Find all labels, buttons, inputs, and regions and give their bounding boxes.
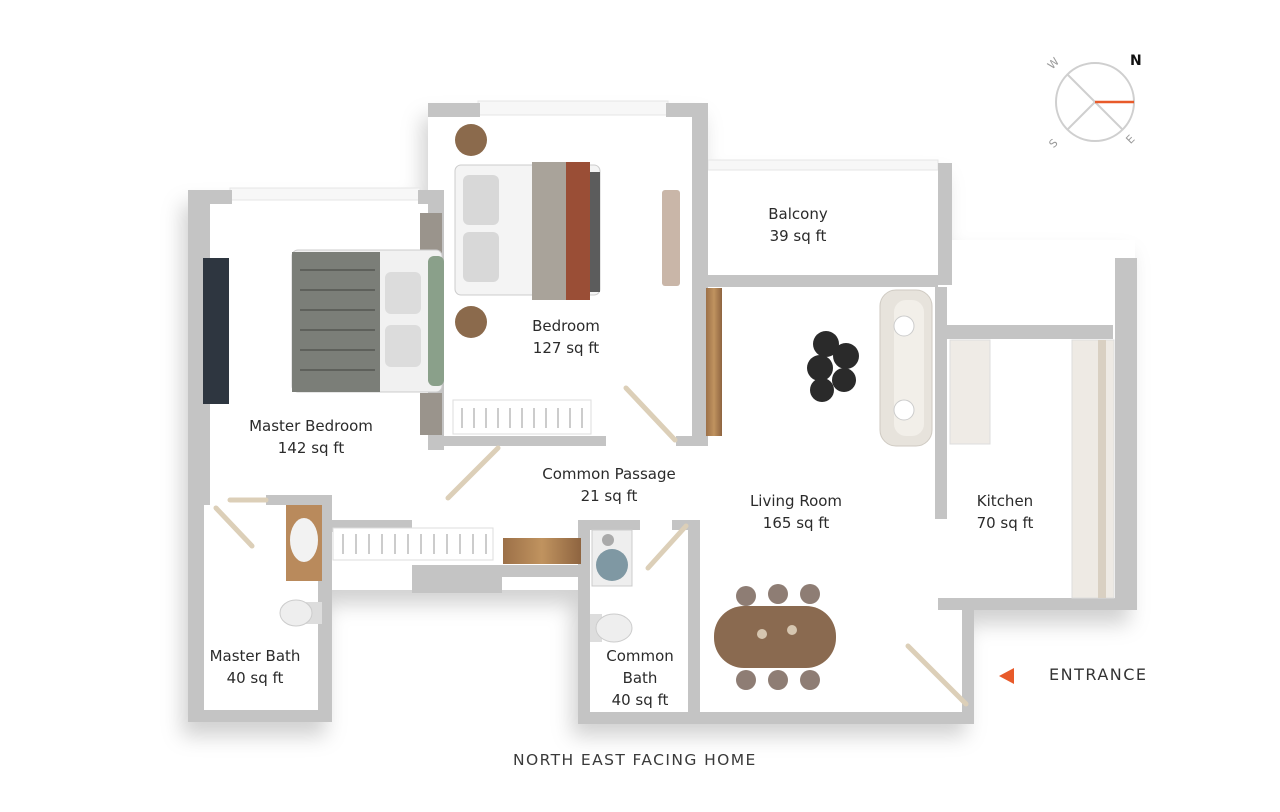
compass-north: N — [1130, 53, 1142, 69]
room-area: 40 sq ft — [611, 691, 669, 709]
door-common-bath — [645, 523, 689, 571]
room-name: Common Passage — [542, 465, 676, 483]
wood-panel-passage — [503, 538, 581, 564]
compass-icon — [1055, 62, 1135, 142]
wall-passage-bottom2 — [502, 565, 578, 577]
wall-mbath-bottom — [188, 710, 332, 722]
wardrobe-passage — [332, 527, 494, 561]
doors — [213, 385, 969, 707]
door-bedroom — [623, 385, 678, 443]
wall-cbath-left — [578, 520, 590, 722]
wall-mbath-top — [188, 495, 210, 505]
wall-cbath-top — [578, 520, 640, 530]
wall-kitchen-left — [935, 287, 947, 519]
master-bed — [203, 213, 444, 435]
wall-br-right-lower — [692, 286, 708, 446]
wall-panel-bedroom — [662, 190, 680, 286]
door-entrance — [905, 643, 969, 707]
entrance-label: ENTRANCE — [1049, 665, 1148, 684]
wall-mbath-top2 — [266, 495, 332, 505]
room-name: Common — [606, 647, 674, 665]
room-label-balcony: Balcony 39 sq ft — [768, 203, 827, 247]
bedroom-bed — [454, 124, 601, 338]
wall-mbath-left — [188, 495, 204, 722]
coffee-table — [807, 331, 859, 402]
room-area: 165 sq ft — [762, 514, 830, 532]
room-name: Bath — [622, 669, 658, 687]
room-name: Bedroom — [532, 317, 600, 335]
wall-passage-bottom — [412, 565, 502, 593]
wall-br-right — [692, 103, 708, 286]
wood-panel-living — [706, 288, 722, 436]
wall-kitchen-top — [945, 325, 1113, 339]
room-area: 21 sq ft — [580, 487, 638, 505]
room-label-master-bath: Master Bath 40 sq ft — [210, 645, 301, 689]
windows — [229, 100, 939, 201]
room-area: 142 sq ft — [277, 439, 345, 457]
room-area: 70 sq ft — [976, 514, 1034, 532]
wall-kitchen-right — [1115, 258, 1137, 610]
room-label-common-bath: Common Bath 40 sq ft — [606, 645, 674, 711]
plan-caption: NORTH EAST FACING HOME — [513, 751, 757, 769]
master-bath-fixtures — [279, 505, 322, 627]
wardrobe-bedroom — [452, 399, 592, 435]
wall-bal-right — [938, 163, 952, 285]
room-area: 39 sq ft — [769, 227, 827, 245]
wall-br-top-left — [428, 103, 480, 117]
room-label-living-room: Living Room 165 sq ft — [750, 490, 842, 534]
door-master-bedroom — [445, 445, 501, 501]
wall-cbath-right — [688, 520, 700, 722]
wall-kitchen-bottom — [938, 598, 1137, 610]
sofa — [879, 289, 933, 447]
room-name: Balcony — [768, 205, 828, 223]
wall-bottom-living — [578, 712, 974, 724]
room-name: Living Room — [749, 492, 843, 510]
common-bath-fixtures — [590, 529, 633, 643]
wall-entrance — [962, 610, 974, 720]
room-name: Master Bedroom — [249, 417, 373, 435]
wall-bal-bottom — [708, 275, 938, 287]
dining-table — [714, 584, 836, 690]
room-label-master-bedroom: Master Bedroom 142 sq ft — [249, 415, 373, 459]
room-label-common-passage: Common Passage 21 sq ft — [542, 463, 675, 507]
entrance-arrow-icon — [999, 668, 1014, 684]
kitchen-counters — [949, 339, 1115, 599]
wall-br-bottom — [428, 436, 606, 446]
room-label-bedroom: Bedroom 127 sq ft — [532, 315, 600, 359]
room-area: 127 sq ft — [532, 339, 600, 357]
room-area: 40 sq ft — [226, 669, 284, 687]
room-name: Kitchen — [976, 492, 1034, 510]
door-master-bath — [213, 505, 255, 549]
room-label-kitchen: Kitchen 70 sq ft — [977, 490, 1034, 534]
room-name: Master Bath — [209, 647, 301, 665]
